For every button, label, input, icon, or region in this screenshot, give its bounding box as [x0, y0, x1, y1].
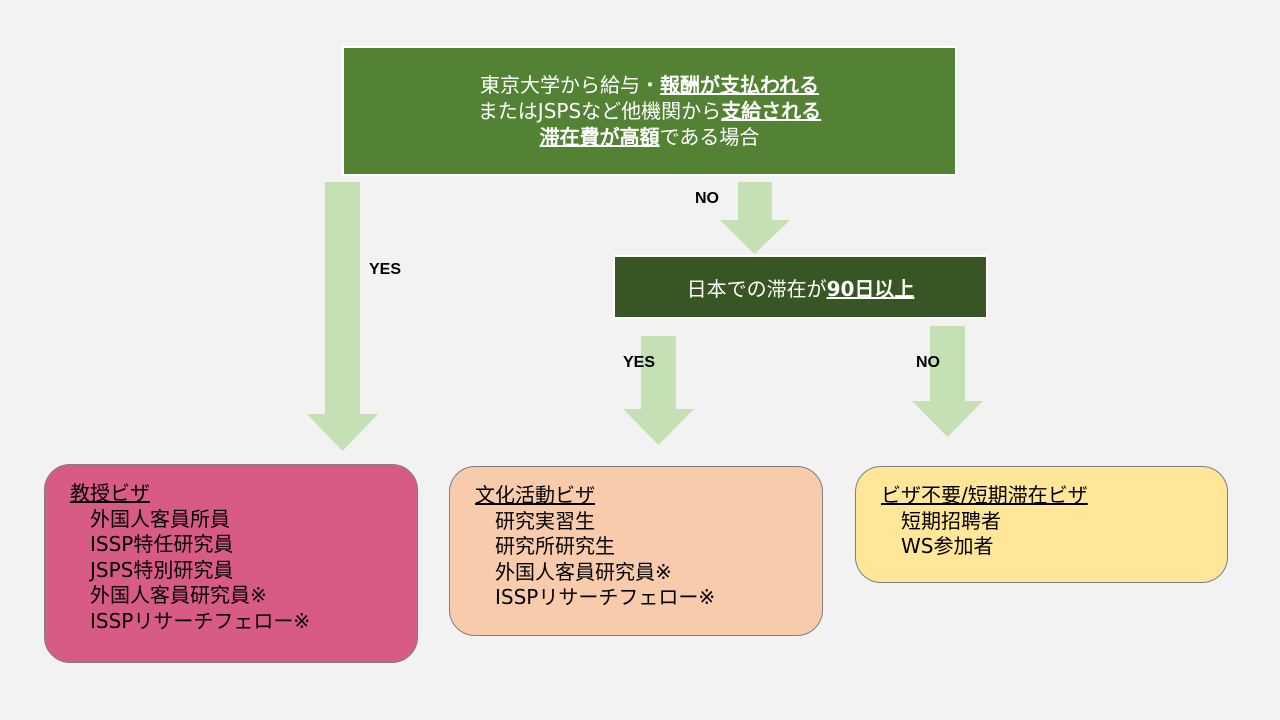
yes-label-left: YES [369, 261, 402, 278]
list-item: ISSPリサーチフェロー※ [90, 608, 311, 633]
no-arrow-right [912, 326, 983, 437]
cultural-activities-visa-box: 文化活動ビザ 研究実習生 研究所研究生 外国人客員研究員※ ISSPリサーチフェ… [449, 466, 823, 636]
list-item: 外国人客員所員 [90, 506, 230, 531]
yes-arrow-left [307, 182, 378, 451]
list-item: WS参加者 [901, 534, 994, 558]
top-decision-line-2: またはJSPSなど他機関から支給される [477, 99, 822, 123]
no-arrow-top [720, 182, 790, 254]
yes-label-mid: YES [623, 354, 656, 371]
list-item: 研究実習生 [495, 508, 595, 533]
professor-visa-title: 教授ビザ [70, 481, 150, 505]
professor-visa-box: 教授ビザ 外国人客員所員 ISSP特任研究員 JSPS特別研究員 外国人客員研究… [44, 464, 418, 663]
list-item: 研究所研究生 [495, 534, 615, 558]
list-item: 外国人客員研究員※ [90, 583, 267, 607]
no-label-top: NO [695, 190, 719, 207]
top-decision-line-1: 東京大学から給与・報酬が支払われる [480, 73, 819, 97]
list-item: 短期招聘者 [901, 508, 1001, 533]
no-label-right: NO [916, 354, 940, 371]
list-item: 外国人客員研究員※ [495, 559, 672, 584]
short-stay-visa-box: ビザ不要/短期滞在ビザ 短期招聘者 WS参加者 [855, 466, 1228, 583]
top-decision-line-3: 滞在費が高額である場合 [539, 125, 760, 149]
top-decision-box: 東京大学から給与・報酬が支払われる またはJSPSなど他機関から支給される 滞在… [342, 46, 957, 176]
list-item: JSPS特別研究員 [90, 557, 234, 582]
cultural-activities-visa-title: 文化活動ビザ [475, 483, 595, 507]
list-item: ISSPリサーチフェロー※ [495, 585, 716, 609]
short-stay-visa-title: ビザ不要/短期滞在ビザ [881, 483, 1088, 507]
yes-arrow-mid [623, 336, 694, 445]
list-item: ISSP特任研究員 [90, 532, 234, 556]
